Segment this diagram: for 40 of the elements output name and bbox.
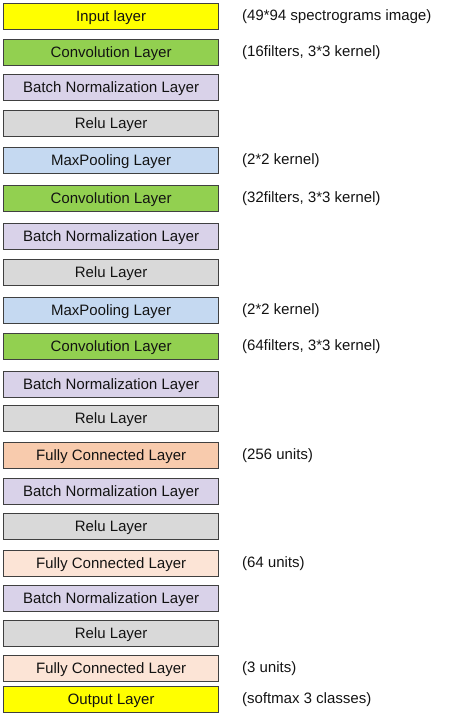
layer-box (3, 259, 219, 286)
annotation-text: (64 units) (242, 554, 305, 571)
annotation-text: (16filters, 3*3 kernel) (242, 43, 380, 60)
annotation-text: (32filters, 3*3 kernel) (242, 189, 380, 206)
layer-label: Fully Connected Layer (36, 555, 186, 572)
annotation-text: (2*2 kernel) (242, 151, 320, 168)
layer-label: Batch Normalization Layer (23, 376, 199, 393)
layer-box (3, 371, 219, 398)
annotation-text: (3 units) (242, 659, 296, 676)
layer-label: Relu Layer (74, 264, 148, 281)
layer-label: Relu Layer (74, 115, 148, 132)
layer-label: Batch Normalization Layer (23, 79, 199, 96)
layer-box (3, 405, 219, 432)
annotation-text: (49*94 spectrograms image) (242, 7, 432, 24)
layer-label: Fully Connected Layer (36, 660, 186, 677)
layer-box (3, 513, 219, 540)
annotation-text: (2*2 kernel) (242, 301, 320, 318)
annotation-text: (256 units) (242, 446, 313, 463)
layer-label: Output Layer (68, 691, 154, 708)
layer-label: Relu Layer (74, 625, 148, 642)
layer-box (3, 223, 219, 250)
layer-label: MaxPooling Layer (50, 302, 172, 319)
layer-label: Convolution Layer (50, 44, 172, 61)
layer-label: Fully Connected Layer (36, 447, 186, 464)
layer-label: Convolution Layer (50, 190, 172, 207)
layer-label: Input layer (76, 8, 146, 25)
layer-label: Batch Normalization Layer (23, 483, 199, 500)
annotation-text: (softmax 3 classes) (242, 690, 372, 707)
layer-label: Relu Layer (74, 518, 148, 535)
layer-box (3, 74, 219, 101)
layer-box (3, 478, 219, 505)
layer-box (3, 620, 219, 647)
layer-box (3, 585, 219, 612)
annotation-text: (64filters, 3*3 kernel) (242, 337, 380, 354)
layer-label: MaxPooling Layer (50, 152, 172, 169)
layer-label: Convolution Layer (50, 338, 172, 355)
layer-label: Batch Normalization Layer (23, 228, 199, 245)
layer-label: Relu Layer (74, 410, 148, 427)
layer-label: Batch Normalization Layer (23, 590, 199, 607)
layer-box (3, 110, 219, 137)
